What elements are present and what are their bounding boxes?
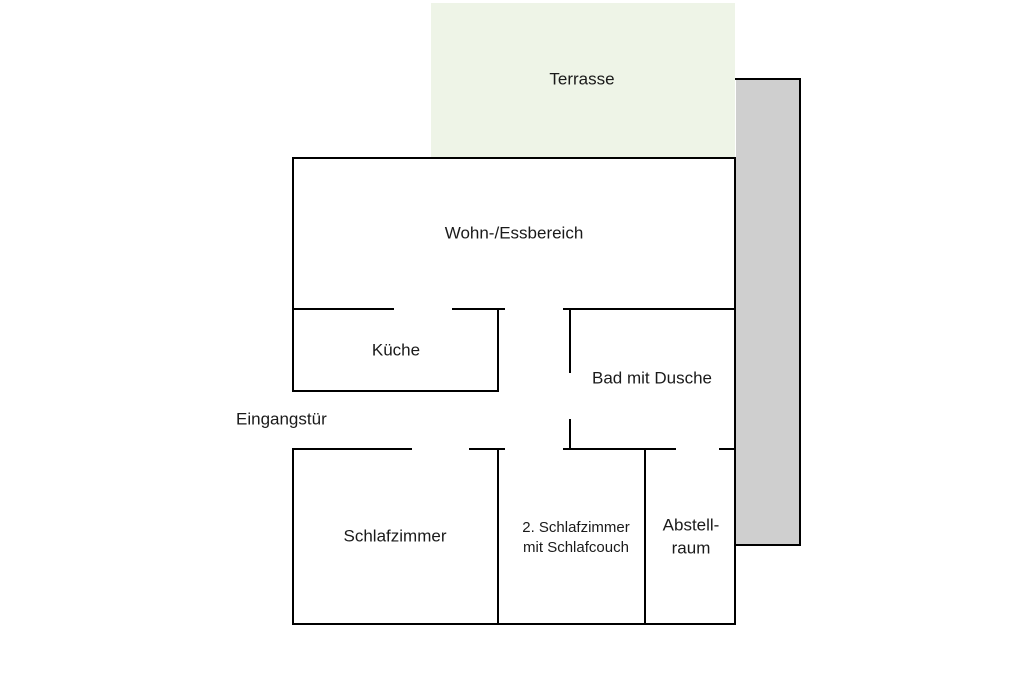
label-abstell-line1: Abstell- [663, 515, 720, 534]
label-kueche: Küche [372, 340, 420, 359]
label-abstell-line2: raum [672, 538, 711, 557]
label-bad: Bad mit Dusche [592, 368, 712, 387]
exterior-walls [292, 157, 736, 625]
side-strip-outline [735, 78, 801, 546]
label-wohn-essbereich: Wohn-/Essbereich [445, 223, 584, 242]
terrace-area [431, 3, 735, 157]
label-schlafzimmer: Schlafzimmer [344, 526, 447, 545]
label-schlafzimmer2-line2: mit Schlafcouch [523, 539, 629, 556]
label-eingang: Eingangstür [236, 409, 327, 428]
bedroom-partitions [497, 448, 646, 625]
label-terrasse: Terrasse [549, 69, 614, 88]
label-schlafzimmer2-line1: 2. Schlafzimmer [522, 519, 630, 536]
kitchen-walls [292, 308, 499, 392]
side-strip [736, 79, 800, 545]
